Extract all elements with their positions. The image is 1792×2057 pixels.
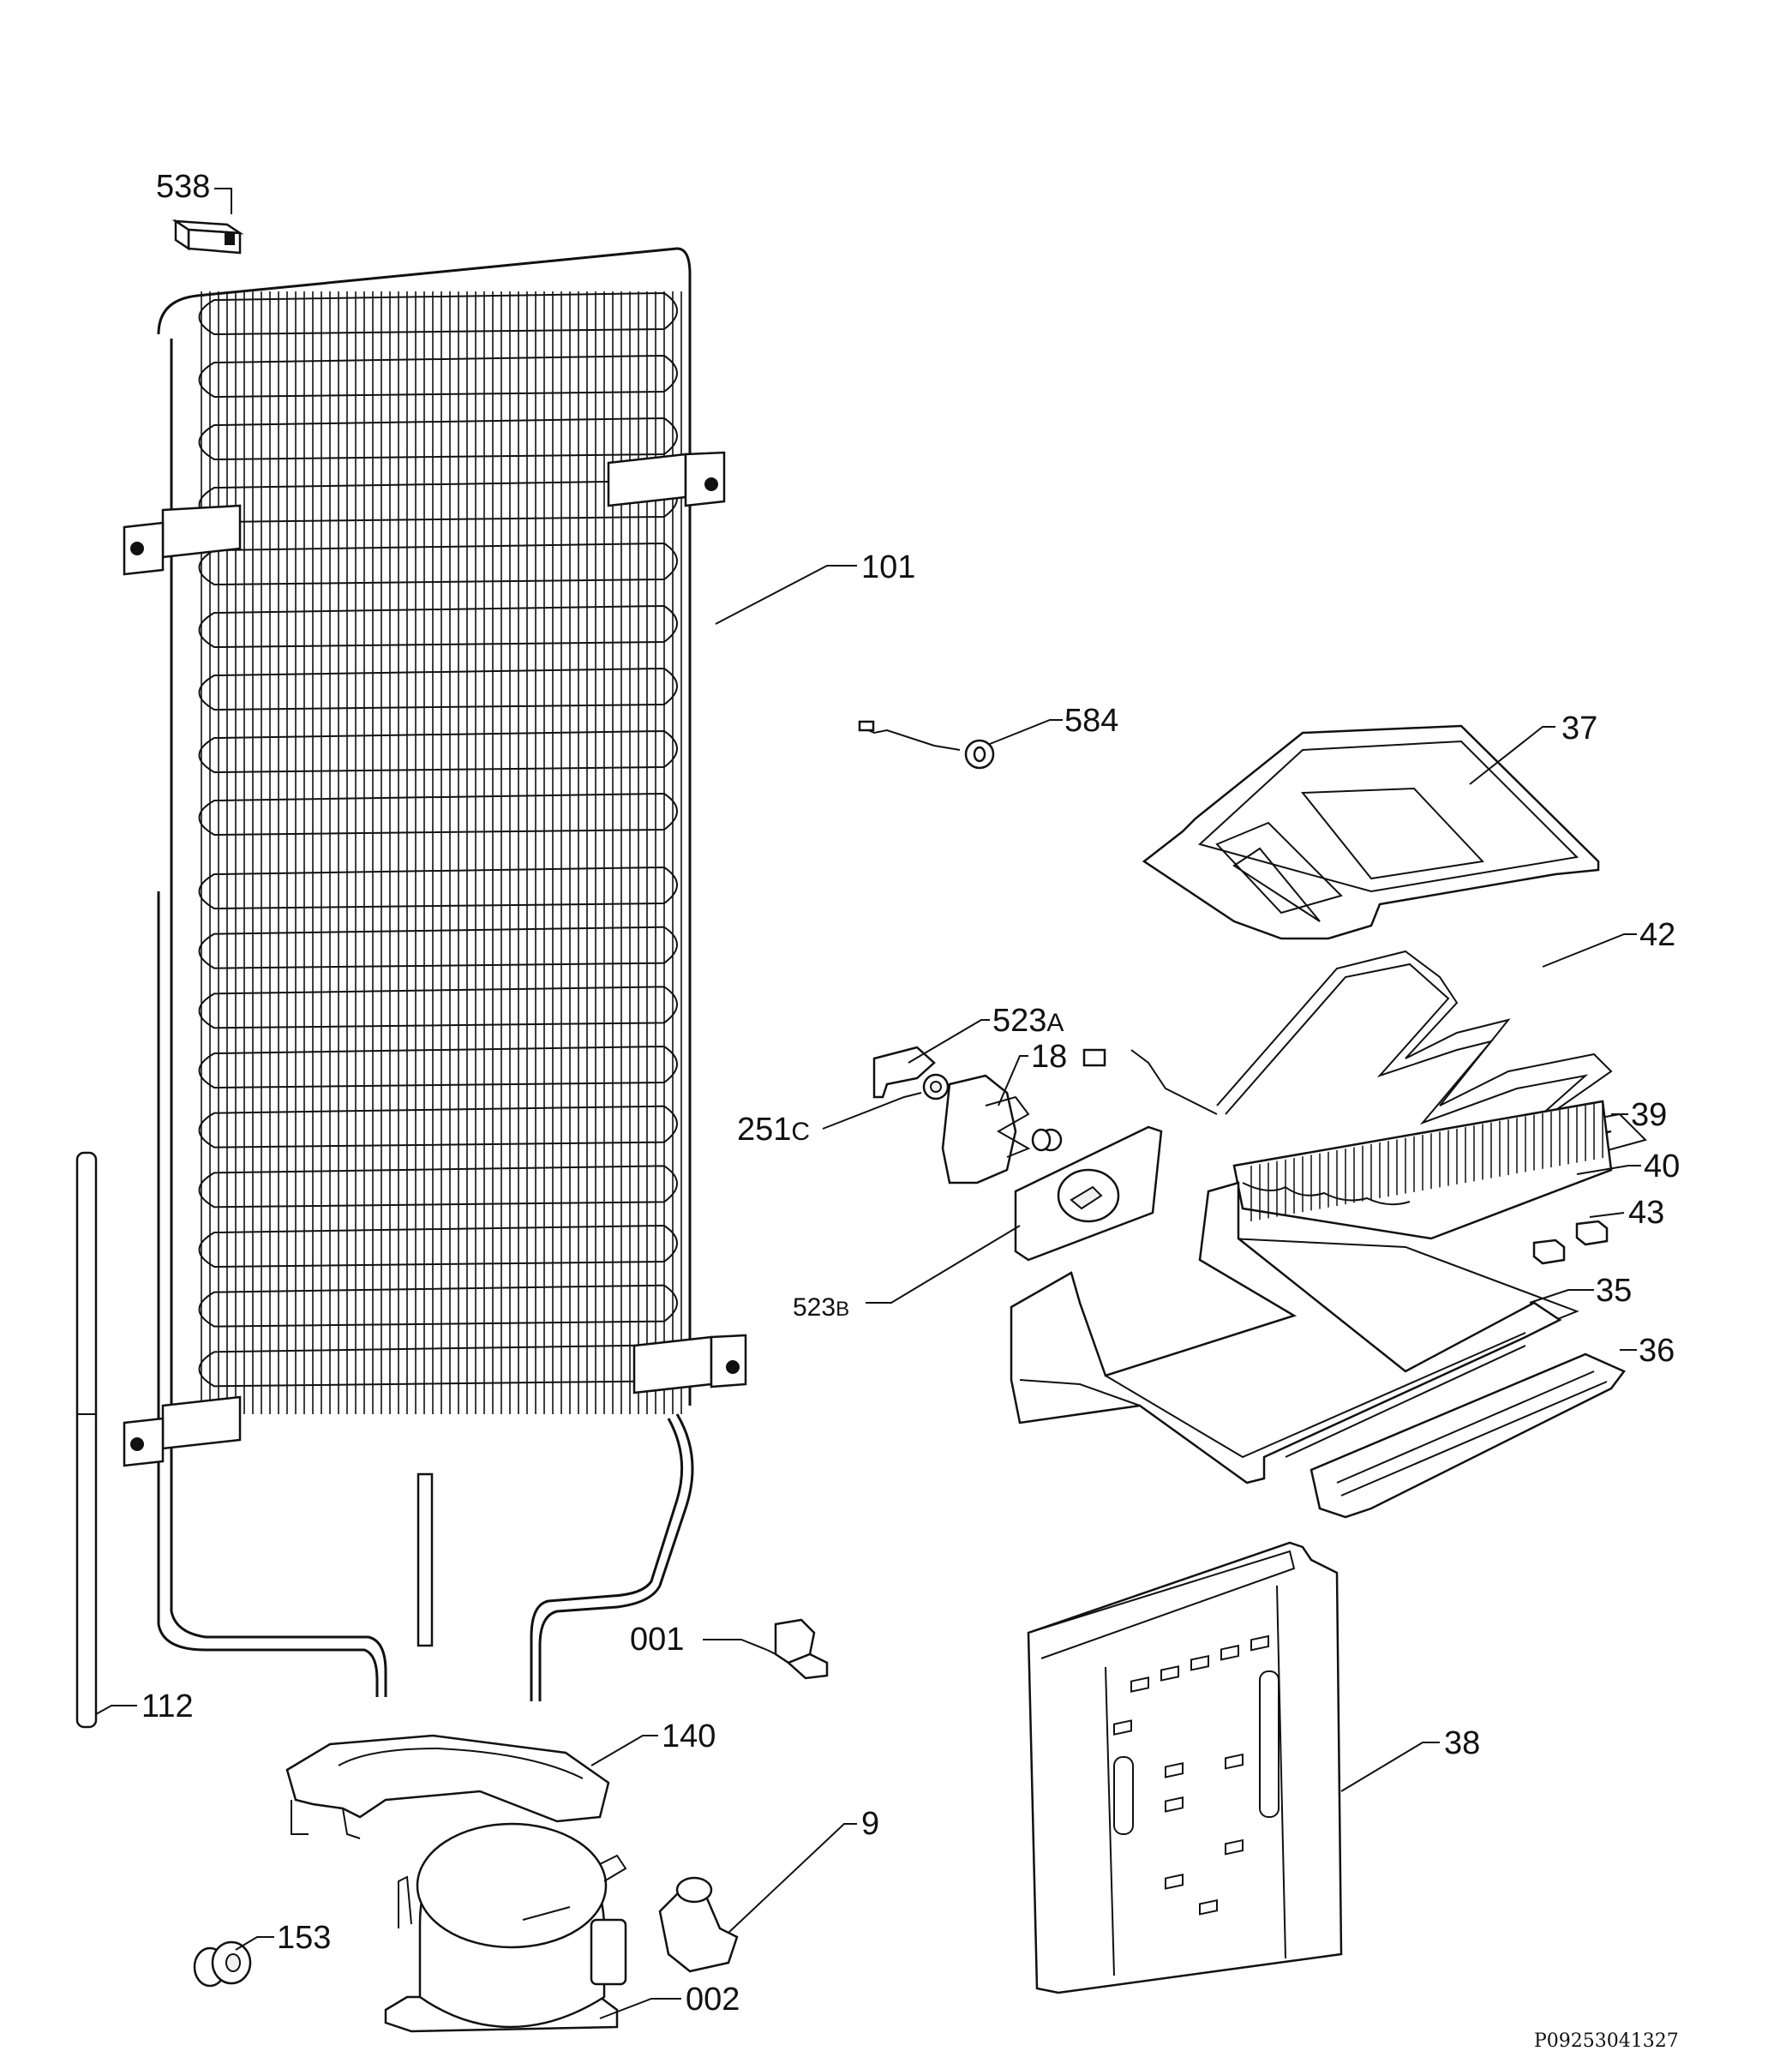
callout-18: 18 bbox=[1031, 1039, 1067, 1075]
callout-43: 43 bbox=[1628, 1195, 1664, 1231]
callout-112: 112 bbox=[141, 1688, 194, 1724]
grommet-153 bbox=[193, 1940, 252, 1988]
callout-37: 37 bbox=[1561, 711, 1597, 747]
callout-001: 001 bbox=[630, 1622, 684, 1658]
callout-140: 140 bbox=[662, 1718, 716, 1754]
callout-labels: 538 101 584 37 42 523A 18 251C 39 40 43 … bbox=[141, 169, 1680, 2052]
callout-523b: 523B bbox=[793, 1293, 849, 1322]
relay-001 bbox=[766, 1618, 829, 1680]
callout-9: 9 bbox=[861, 1806, 879, 1842]
evaporator-39 bbox=[1232, 1100, 1613, 1240]
fan-plate-523b bbox=[1014, 1125, 1163, 1262]
callout-153: 153 bbox=[277, 1920, 331, 1956]
sensor-part-584 bbox=[858, 720, 995, 770]
callout-38: 38 bbox=[1444, 1725, 1480, 1761]
callout-251c: 251C bbox=[737, 1112, 810, 1148]
leader-lines bbox=[95, 188, 1641, 2019]
callout-002: 002 bbox=[686, 1982, 740, 2018]
callout-36: 36 bbox=[1639, 1333, 1675, 1369]
callout-523a: 523A bbox=[992, 1003, 1064, 1039]
pipe-insulation-112 bbox=[75, 1151, 98, 1729]
callout-538: 538 bbox=[156, 169, 210, 205]
callout-101: 101 bbox=[861, 549, 915, 585]
callout-42: 42 bbox=[1639, 917, 1675, 953]
evaporator-cover-37 bbox=[1142, 724, 1600, 940]
grommet-251c bbox=[922, 1073, 950, 1100]
compressor-icon bbox=[384, 1822, 627, 2033]
callout-40: 40 bbox=[1644, 1148, 1680, 1184]
callout-39: 39 bbox=[1631, 1097, 1667, 1133]
start-device-9 bbox=[658, 1876, 739, 1973]
diagram-code: P09253041327 bbox=[1534, 2030, 1679, 2052]
drip-tray-35 bbox=[1010, 1181, 1562, 1484]
clips-43 bbox=[1532, 1220, 1609, 1265]
clip-part-538 bbox=[171, 219, 244, 255]
condenser-coil-icon bbox=[123, 247, 747, 1701]
callout-584: 584 bbox=[1064, 703, 1118, 739]
bracket-523a bbox=[872, 1046, 936, 1099]
fan-motor-18 bbox=[941, 1074, 1063, 1184]
callout-35: 35 bbox=[1596, 1273, 1632, 1309]
compressor-base-140 bbox=[285, 1734, 610, 1839]
rear-panel-38 bbox=[1027, 1541, 1343, 1994]
drain-rail-36 bbox=[1310, 1352, 1626, 1519]
